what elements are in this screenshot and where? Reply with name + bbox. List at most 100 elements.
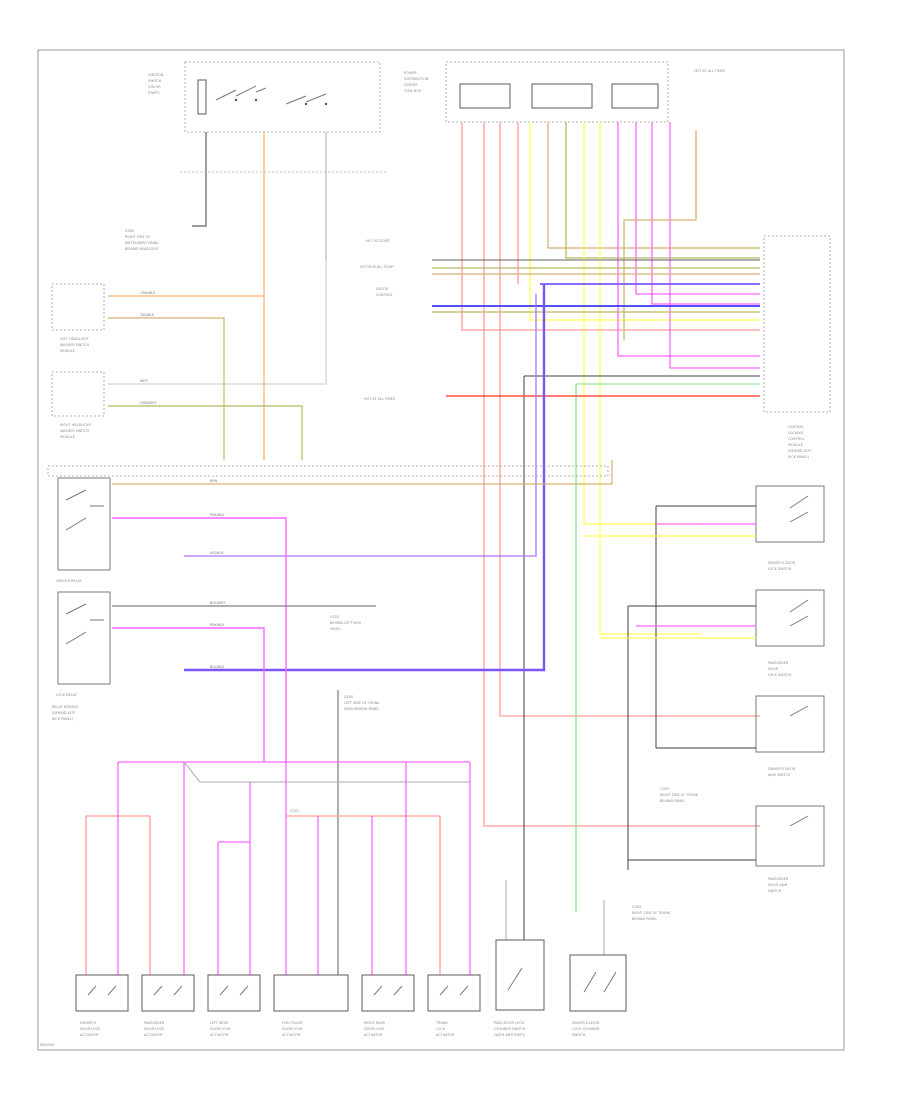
wire-label-pnk-2: PNK/BLK: [210, 623, 225, 627]
right-rear-door-actuator: [361, 974, 415, 1012]
passenger-door-ajar-switch: [755, 805, 825, 867]
drivers-door-switch-label-1: DRIVER'S DOOR: [768, 561, 796, 565]
ground-top-left-2: RIGHT SIDE OF: [125, 235, 150, 239]
actuator-3-line2: DOOR LOCK: [282, 1027, 303, 1031]
ign-switch-line3: (ON OR: [148, 85, 161, 89]
actuator-0-line2: DOOR LOCK: [80, 1027, 101, 1031]
unlock-relay-contacts: [65, 489, 104, 531]
fuse-3: [611, 83, 659, 109]
wire-label-vio: VIO/BLK: [210, 551, 224, 555]
actuator-2-line2: DOOR LOCK: [210, 1027, 231, 1031]
central-locking-connector: [763, 235, 831, 413]
fuse-wires: [461, 122, 760, 827]
ajar-switch-label-1: DRIVER'S DOOR: [768, 767, 796, 771]
pass-ajar-label-1: PASSENGER: [768, 877, 789, 881]
relay-module-label-3: KICK PANEL): [52, 717, 74, 721]
lock-relay: [57, 591, 111, 685]
relay-module-label-2: (BEHIND LEFT: [52, 711, 76, 715]
ignition-switch: [184, 61, 381, 133]
lock-relay-contacts: [65, 603, 104, 645]
actuator-6-line1: PASS DOOR LOCK: [494, 1021, 525, 1025]
hot-in-run-label: HOT IN RUN / START: [360, 265, 395, 269]
left-headlight-label-1: LEFT HEADLIGHT: [60, 337, 90, 341]
drivers-door-actuator: [75, 974, 129, 1012]
actuator-5-line1: TRUNK: [435, 1021, 448, 1025]
ground-center-1: G200: [344, 695, 353, 699]
right-headlight-label-2: WASHER SWITCH: [60, 429, 90, 433]
pass-door-switch-label-3: LOCK SWITCH: [768, 673, 792, 677]
drivers-door-switch-contacts: [789, 495, 809, 523]
ign-switch-line1: IGNITION: [148, 73, 164, 77]
actuator-4-line3: ACTUATOR: [364, 1033, 383, 1037]
actuator-1-line3: ACTUATOR: [144, 1033, 163, 1037]
ign-switch-line2: SWITCH: [148, 79, 162, 83]
wire-olive-right: [108, 405, 303, 460]
hot-at-all-times-label: HOT AT ALL TIMES: [364, 397, 395, 401]
drivers-lock-cylinder-switch: [569, 954, 627, 1012]
wire-ign-ground: [192, 132, 207, 227]
wire-tan-left: [108, 317, 225, 460]
ground-mid-3: PANEL: [330, 627, 341, 631]
wire-relay-tan: [112, 460, 613, 485]
central-lock-label-4: MODULE: [788, 443, 803, 447]
left-rear-door-actuator: [207, 974, 261, 1012]
ground-top-left-1: G300: [125, 229, 134, 233]
actuator-4-line1: RIGHT REAR: [364, 1021, 385, 1025]
actuator-1-line1: PASSENGER: [144, 1021, 165, 1025]
actuator-2-line3: ACTUATOR: [210, 1033, 229, 1037]
central-lock-label-1: CENTRAL: [788, 425, 804, 429]
right-headlight-module: [51, 371, 105, 417]
actuator-7-line3: SWITCH: [572, 1033, 586, 1037]
wire-label-brn: BRN: [210, 479, 218, 483]
fuel-filler-actuator: [273, 974, 349, 1012]
pass-door-switch-contacts: [789, 599, 809, 627]
pass-door-switch-label-2: DOOR: [768, 667, 779, 671]
ground-top-left-3: INSTRUMENT PANEL: [125, 241, 159, 245]
actuator-3-line3: ACTUATOR: [282, 1033, 301, 1037]
wire-label-blu: BLU/BLK: [210, 665, 225, 669]
relay-module-label-1: RELAY MODULE: [52, 705, 78, 709]
ground-right2-2: RIGHT SIDE OF TRUNK: [632, 911, 671, 915]
ground-top-left-4: BEHIND HEADLIGHT: [125, 247, 160, 251]
ign-switch-line4: START): [148, 91, 160, 95]
wire-relay-pink-1: [112, 517, 287, 762]
actuator-motor-symbols: [87, 967, 617, 996]
fuse-box-label-3: CENTER: [404, 83, 418, 87]
fuse-1: [459, 83, 511, 109]
lock-relay-label: LOCK RELAY: [56, 693, 78, 697]
ground-mid-2: BEHIND LEFT KICK: [330, 621, 362, 625]
fuse-box: [445, 61, 669, 123]
wire-label-tan-1: TAN/BLK: [139, 313, 155, 317]
ground-right-3: BEHIND PANEL: [660, 799, 685, 803]
pass-lock-cylinder-switch: [495, 939, 545, 1011]
ground-right-1: G303: [660, 787, 669, 791]
actuator-7-line2: LOCK CYLINDER: [572, 1027, 600, 1031]
actuator-5-line2: LOCK: [436, 1027, 446, 1031]
wire-label-wht-1: WHT: [140, 379, 149, 383]
trunk-actuator: [427, 974, 481, 1012]
unlock-relay: [57, 477, 111, 571]
actuator-2-line1: LEFT REAR: [210, 1021, 229, 1025]
wire-relay-pink-2: [112, 627, 265, 762]
actuator-6-line2: CYLINDER SWITCH: [494, 1027, 526, 1031]
pass-ajar-label-2: DOOR AJAR: [768, 883, 788, 887]
fuse-box-label-2: DISTRIBUTION: [404, 77, 429, 81]
passenger-door-lock-switch: [755, 589, 825, 647]
wire-ps-black: [627, 605, 756, 870]
ground-right2-1: G304: [632, 905, 641, 909]
actuator-3-line1: FUEL FILLER: [282, 1021, 303, 1025]
wire-white-right: [108, 260, 327, 385]
passenger-door-actuator: [141, 974, 195, 1012]
hot-start-label: HOT AT START: [366, 239, 391, 243]
pass-door-switch-label-1: PASSENGER: [768, 661, 789, 665]
wire-label-pnk-1: PNK/BLK: [210, 513, 225, 517]
diagram-code: W00000: [40, 1043, 54, 1047]
decor-label-2: CONTROL: [376, 293, 393, 297]
actuator-6-line3: (WITH ANTITHEFT): [494, 1033, 526, 1037]
wire-label-blk: BLK/WHT: [210, 601, 226, 605]
right-headlight-label-1: RIGHT HEADLIGHT: [60, 423, 92, 427]
fuse-box-label-1: POWER: [404, 71, 417, 75]
central-lock-label-6: KICK PANEL): [788, 455, 810, 459]
relay-module-outline: [47, 465, 609, 477]
